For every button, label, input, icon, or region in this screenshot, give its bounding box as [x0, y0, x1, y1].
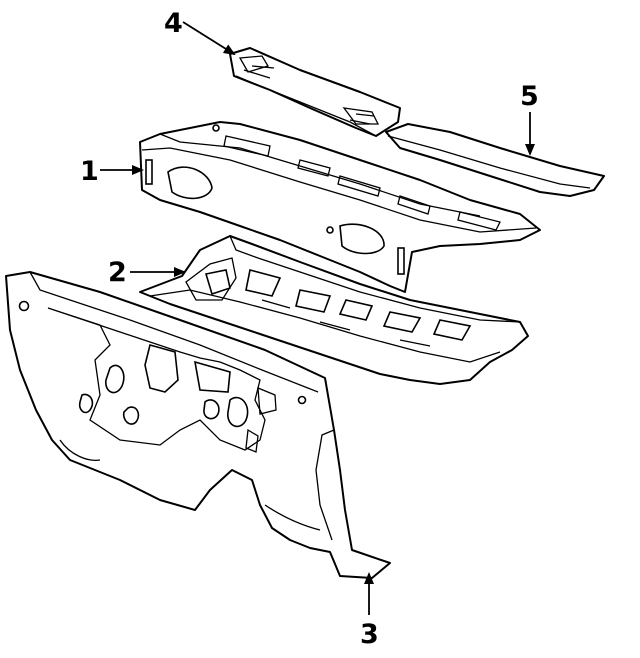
- leader-line-4: [182, 21, 236, 56]
- dash-panel: [5, 271, 391, 579]
- cowl-grille-seal: [229, 47, 401, 137]
- callout-5: 5: [520, 81, 539, 112]
- cowl-top-panel: [139, 121, 541, 293]
- cowl-vent-panel: [385, 123, 605, 197]
- callout-2: 2: [108, 257, 127, 288]
- cowl-lower-panel: [139, 235, 529, 385]
- callout-1: 1: [80, 156, 99, 187]
- leader-lines: [100, 21, 535, 615]
- callout-3: 3: [360, 619, 379, 650]
- callout-4: 4: [164, 8, 183, 39]
- callout-numbers: 1 2 3 4 5: [80, 8, 539, 650]
